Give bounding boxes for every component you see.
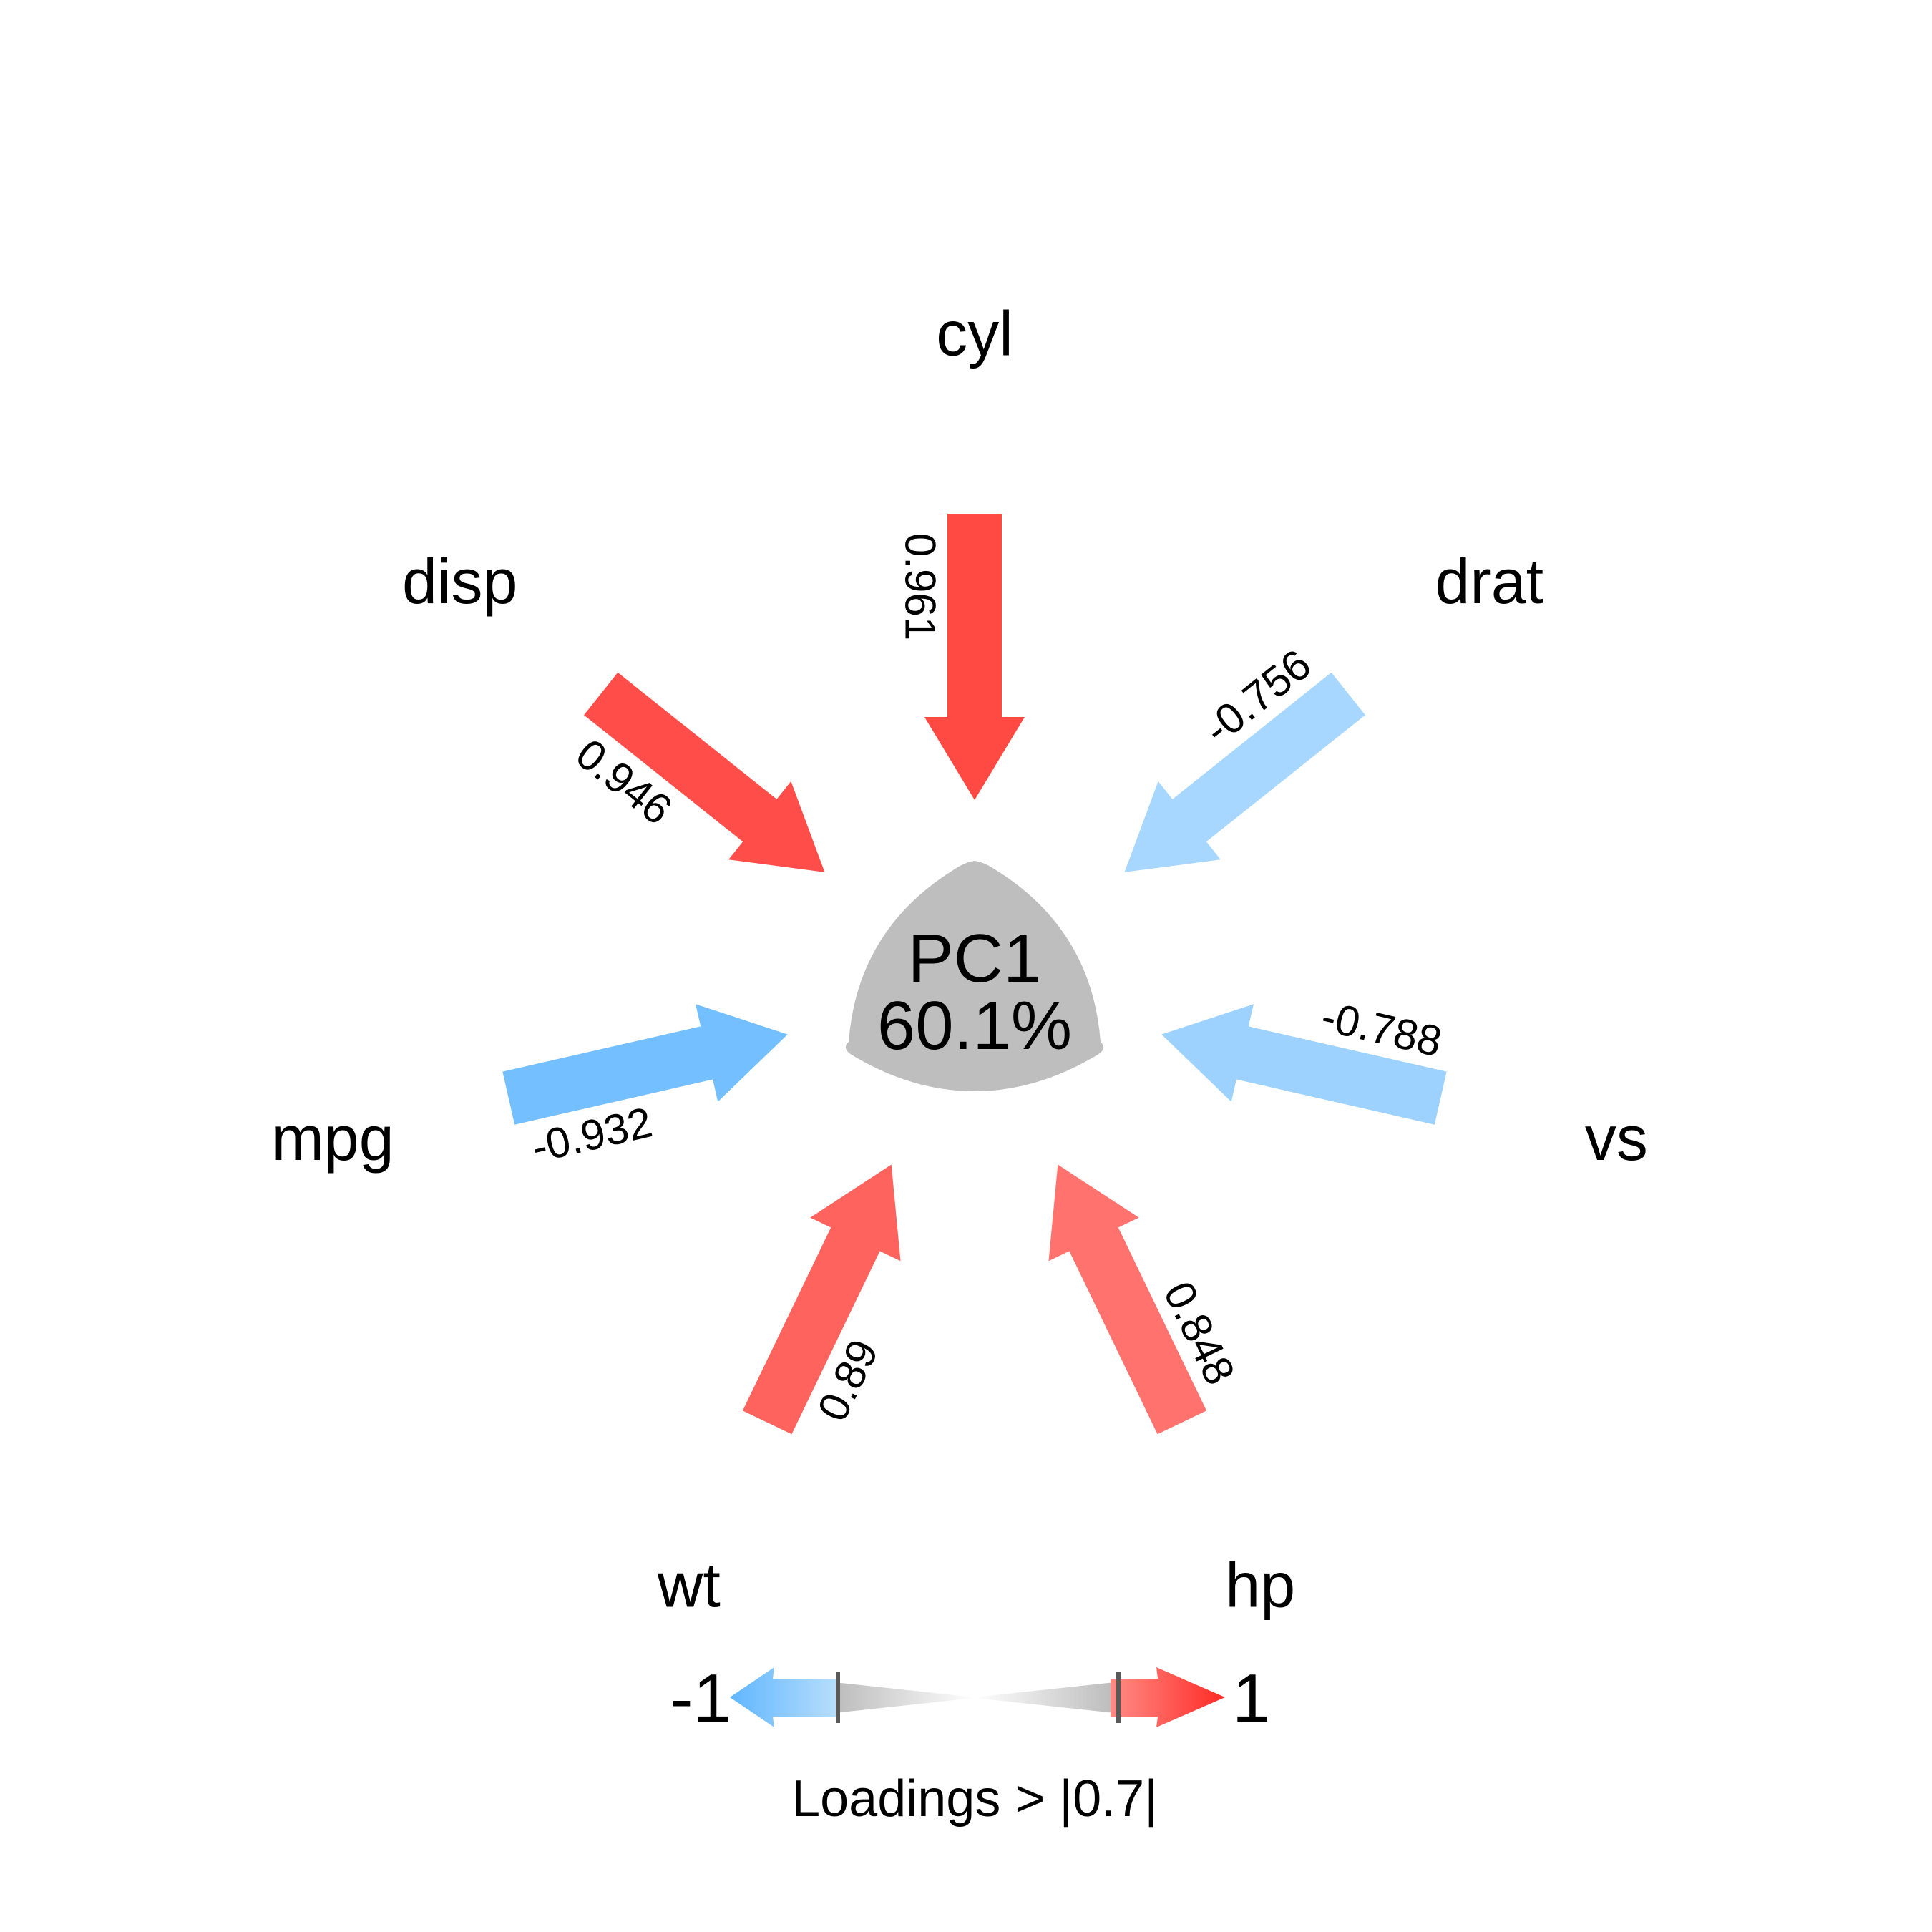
loading-arrows xyxy=(502,514,1447,1435)
variable-label-hp: hp xyxy=(1225,1549,1295,1620)
loading-arrow-vs xyxy=(1161,1004,1447,1125)
variable-label-mpg: mpg xyxy=(272,1103,394,1174)
loading-value-cyl: 0.961 xyxy=(897,533,945,640)
loading-arrow-cyl xyxy=(924,514,1025,800)
variable-label-vs: vs xyxy=(1585,1103,1648,1174)
variable-label-cyl: cyl xyxy=(936,298,1013,369)
legend-min-label: -1 xyxy=(670,1660,731,1737)
legend-negative-arrow xyxy=(730,1667,837,1727)
component-variance: 60.1% xyxy=(877,987,1072,1064)
legend-max-label: 1 xyxy=(1232,1660,1270,1737)
variable-label-wt: wt xyxy=(657,1549,721,1620)
legend-threshold-tick-negative xyxy=(836,1672,840,1723)
loading-arrow-mpg xyxy=(502,1004,788,1125)
loading-arrow-wt xyxy=(742,1164,901,1435)
legend-caption: Loadings > |0.7| xyxy=(791,1770,1158,1828)
legend-gradient-bar xyxy=(801,1679,1148,1717)
variable-label-drat: drat xyxy=(1435,546,1543,617)
loading-arrow-hp xyxy=(1048,1164,1207,1435)
component-name: PC1 xyxy=(908,920,1042,997)
component-node-shape xyxy=(845,861,1104,1091)
legend-threshold-tick-positive xyxy=(1116,1672,1121,1723)
legend-positive-arrow xyxy=(1111,1667,1225,1727)
loading-arrow-drat xyxy=(1124,672,1365,872)
variable-label-disp: disp xyxy=(402,546,517,617)
component-node: PC1 60.1% xyxy=(845,861,1104,1091)
loading-arrow-disp xyxy=(584,672,825,872)
variable-labels: cyl drat vs hp wt mpg disp xyxy=(272,298,1648,1621)
legend: -1 1 Loadings > |0.7| xyxy=(670,1660,1271,1828)
